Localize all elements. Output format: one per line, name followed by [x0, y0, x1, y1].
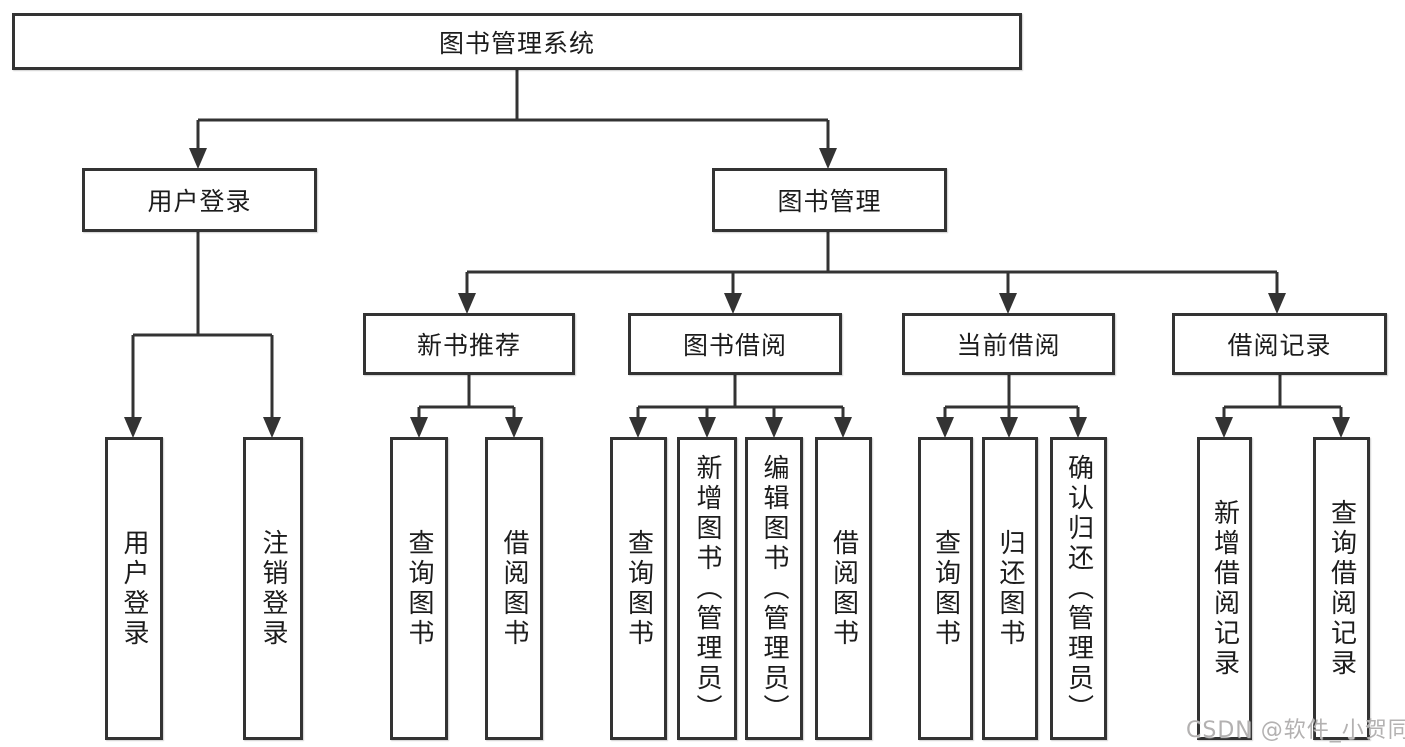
- leaf-borrow-book-recommend-label: 借阅图书: [499, 528, 529, 649]
- leaf-query-book-borrow: 查询图书: [610, 437, 667, 740]
- connector-root-to-level2: [189, 70, 837, 169]
- leaf-query-book-current-label: 查询图书: [930, 528, 961, 649]
- node-book-borrow: 图书借阅: [628, 313, 842, 375]
- node-current-borrow-label: 当前借阅: [956, 331, 1061, 360]
- leaf-return-book-label: 归还图书: [995, 528, 1025, 649]
- csdn-watermark: CSDN @软件_小贺同学: [1186, 718, 1405, 743]
- node-borrow-records: 借阅记录: [1172, 313, 1387, 375]
- node-new-book-recommend-label: 新书推荐: [416, 331, 521, 360]
- node-borrow-records-label: 借阅记录: [1227, 331, 1332, 360]
- leaf-edit-book-admin: 编辑图书（管理员）: [745, 437, 803, 740]
- leaf-borrow-book-label: 借阅图书: [828, 528, 859, 649]
- leaf-query-book-borrow-label: 查询图书: [623, 528, 654, 649]
- leaf-add-book-admin: 新增图书（管理员）: [677, 437, 737, 740]
- leaf-edit-book-admin-label: 编辑图书（管理员）: [759, 453, 789, 724]
- connector-current-borrow-children: [936, 375, 1087, 438]
- leaf-add-borrow-record: 新增借阅记录: [1197, 437, 1252, 740]
- connector-borrow-record-children: [1215, 375, 1350, 438]
- connector-new-book-children: [410, 375, 523, 438]
- leaf-return-book: 归还图书: [982, 437, 1038, 740]
- node-root-label: 图书管理系统: [438, 28, 595, 58]
- node-book-management: 图书管理: [712, 168, 947, 232]
- leaf-add-book-admin-label: 新增图书（管理员）: [692, 453, 722, 724]
- leaf-query-book-recommend: 查询图书: [390, 437, 448, 740]
- node-current-borrow: 当前借阅: [902, 313, 1115, 375]
- leaf-confirm-return-admin-label: 确认归还（管理员）: [1063, 453, 1094, 724]
- leaf-query-book-recommend-label: 查询图书: [404, 528, 434, 649]
- leaf-logout-label: 注销登录: [258, 528, 288, 649]
- leaf-borrow-book: 借阅图书: [815, 437, 872, 740]
- leaf-query-borrow-record-label: 查询借阅记录: [1326, 498, 1357, 679]
- node-book-management-label: 图书管理: [777, 187, 882, 216]
- node-book-borrow-label: 图书借阅: [682, 331, 787, 360]
- leaf-query-book-current: 查询图书: [918, 437, 973, 740]
- leaf-confirm-return-admin: 确认归还（管理员）: [1050, 437, 1107, 740]
- connector-book-borrow-children: [629, 375, 852, 438]
- node-user-login: 用户登录: [82, 168, 317, 232]
- leaf-add-borrow-record-label: 新增借阅记录: [1209, 498, 1240, 679]
- node-root: 图书管理系统: [12, 13, 1022, 70]
- leaf-logout: 注销登录: [243, 437, 303, 740]
- leaf-query-borrow-record: 查询借阅记录: [1313, 437, 1370, 740]
- leaf-user-login-label: 用户登录: [119, 528, 149, 649]
- node-new-book-recommend: 新书推荐: [363, 313, 575, 375]
- leaf-borrow-book-recommend: 借阅图书: [485, 437, 543, 740]
- connector-book-management-children: [458, 232, 1286, 314]
- connector-user-login-children: [124, 232, 281, 438]
- leaf-user-login: 用户登录: [105, 437, 163, 740]
- node-user-login-label: 用户登录: [147, 187, 252, 216]
